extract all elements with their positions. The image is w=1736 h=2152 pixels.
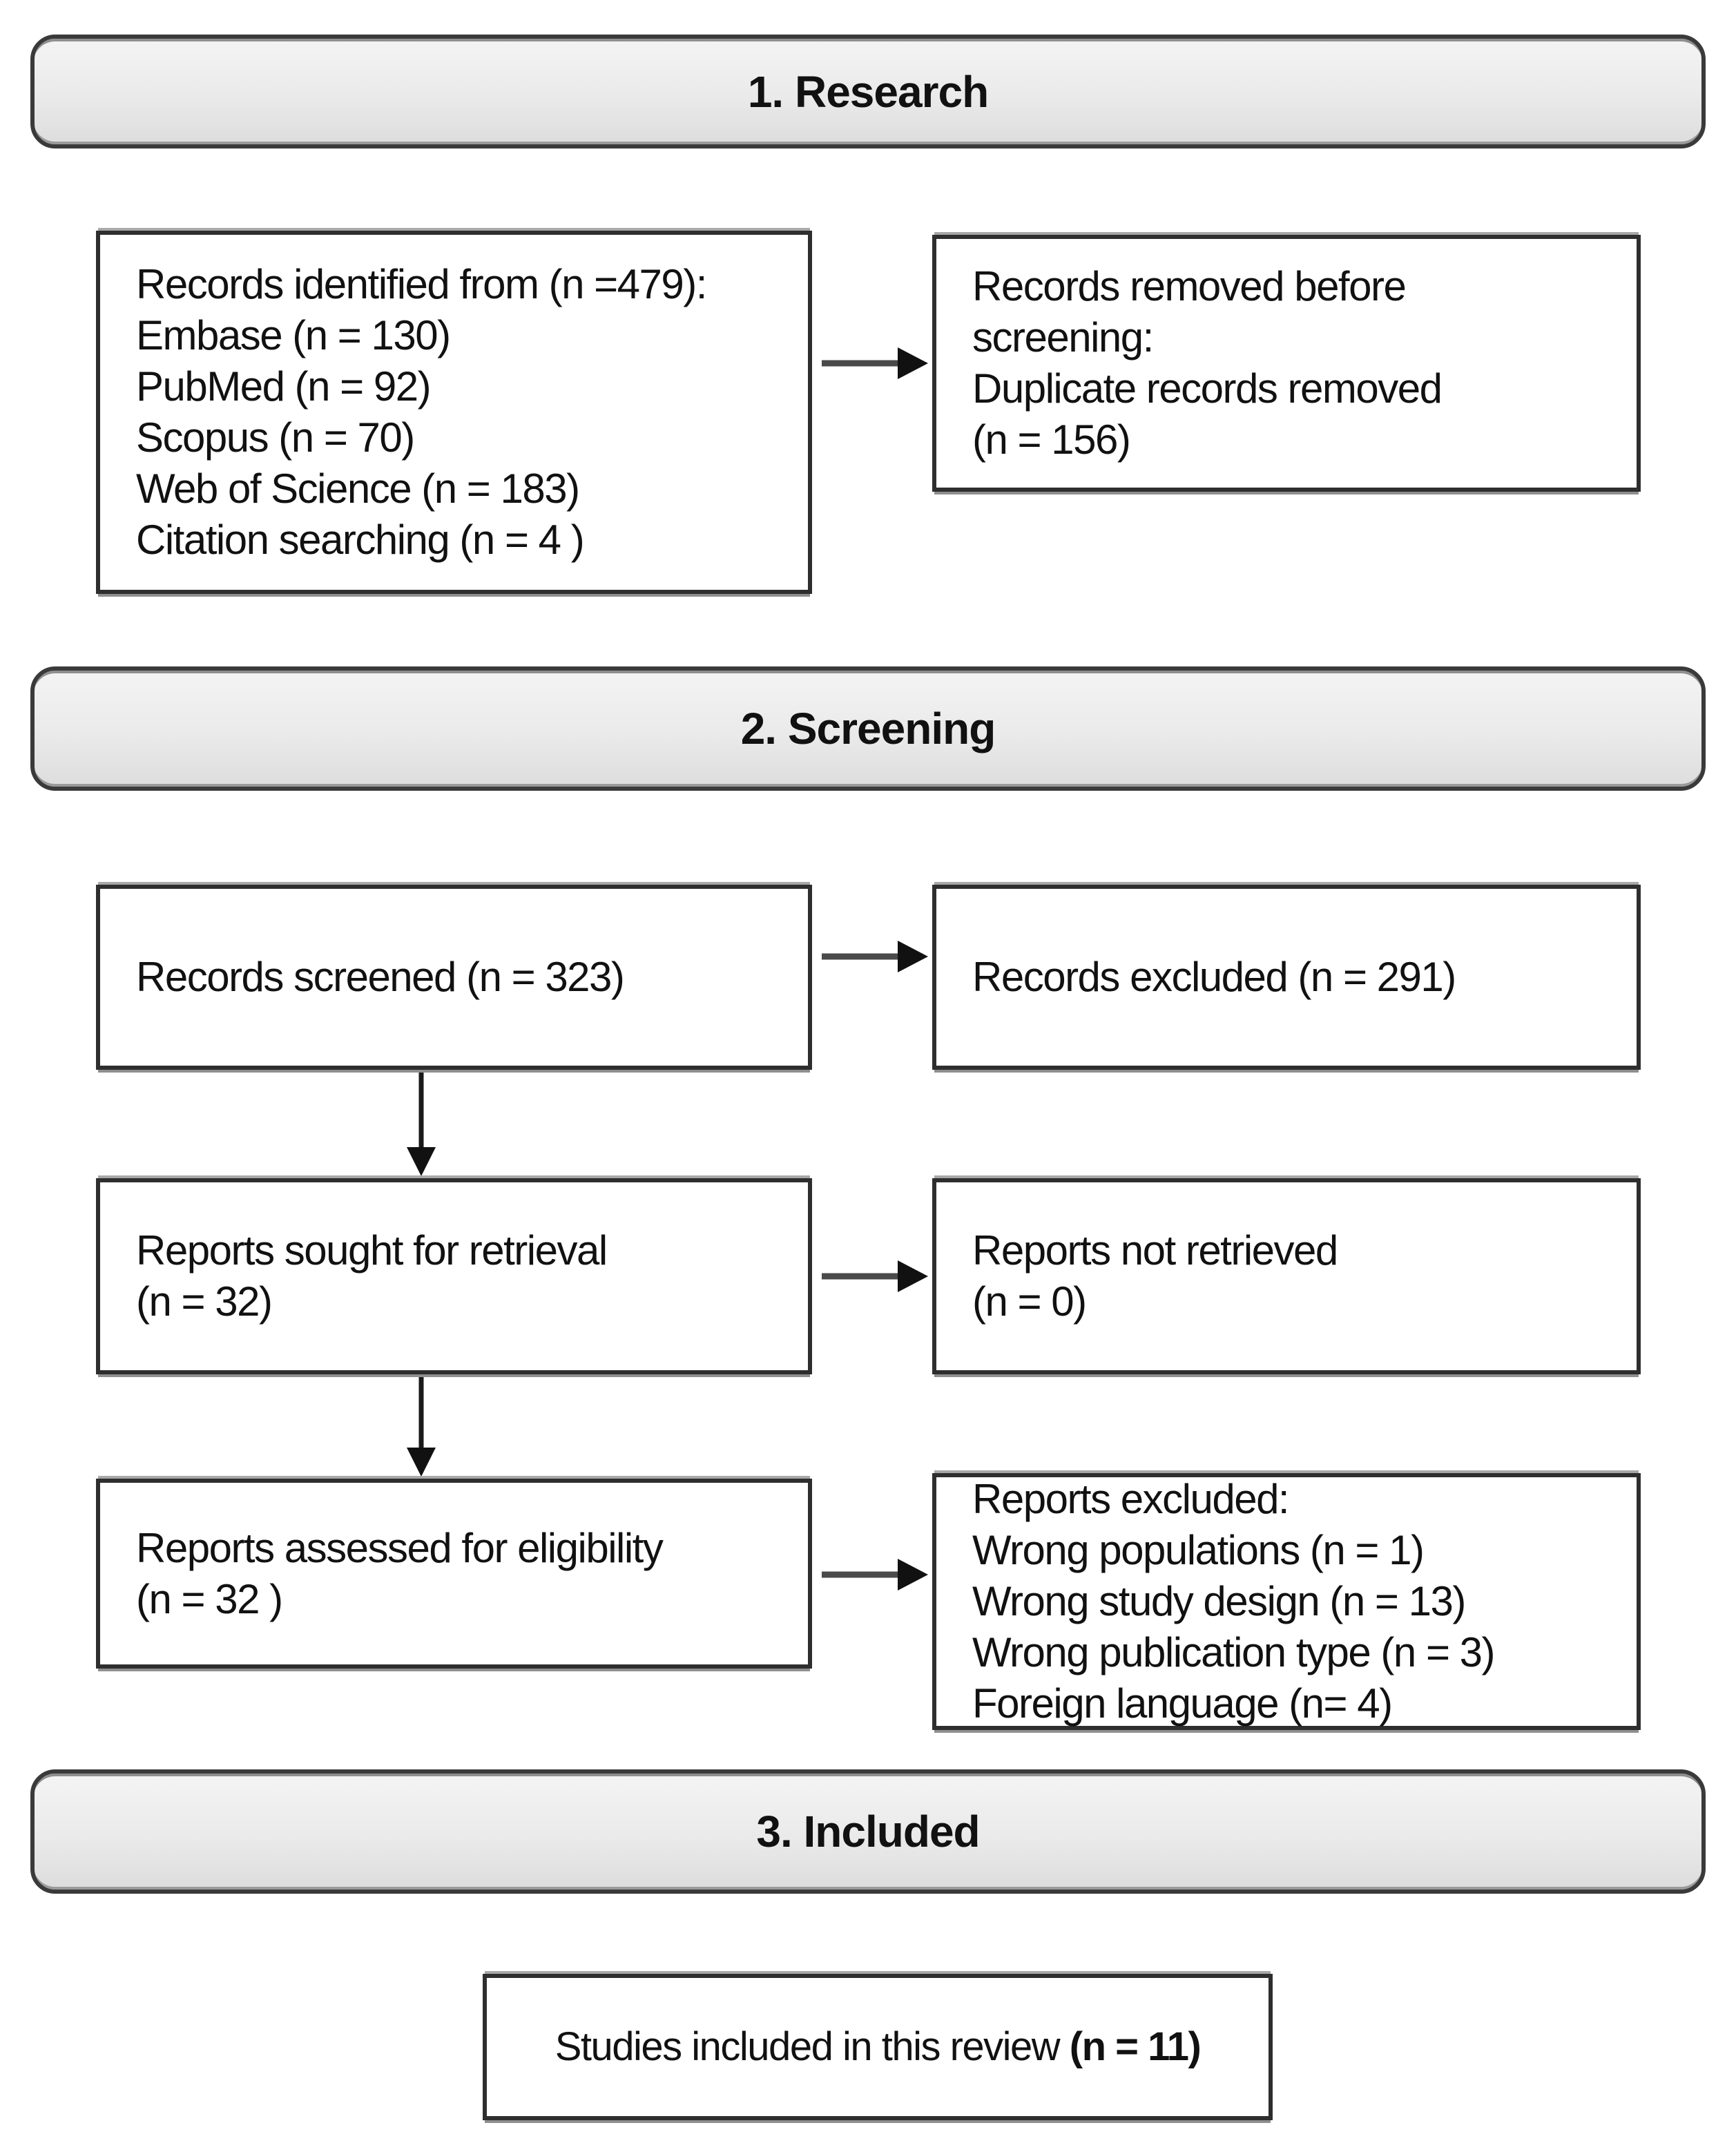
box-line: Reports not retrieved [972, 1227, 1338, 1274]
box-line: Records identified from (n =479): [136, 261, 707, 307]
right-arrow-icon-identified-to-removed [822, 347, 928, 379]
box-line: (n = 32 ) [136, 1575, 283, 1622]
box-line: Reports excluded: [972, 1476, 1290, 1522]
box-line: Scopus (n = 70) [136, 414, 415, 461]
section-header-research-label: 1. Research [747, 66, 989, 117]
box-line: Studies included in this review (n = 11) [554, 2021, 1202, 2073]
box-line: Records removed before [972, 263, 1407, 309]
box-line: Duplicate records removed [972, 365, 1443, 412]
right-arrow-icon-screened-to-excluded [822, 941, 928, 972]
section-header-screening: 2. Screening [30, 666, 1706, 791]
box-line: Wrong populations (n = 1) [972, 1527, 1425, 1573]
section-header-research: 1. Research [30, 35, 1706, 148]
section-header-included: 3. Included [30, 1769, 1706, 1894]
section-header-screening-label: 2. Screening [740, 704, 996, 753]
flow-box-records-excluded: Records excluded (n = 291) [932, 885, 1641, 1070]
box-line: PubMed (n = 92) [136, 363, 432, 410]
box-line: Embase (n = 130) [136, 312, 451, 358]
flow-box-reports-not-retrieved: Reports not retrieved (n = 0) [932, 1178, 1641, 1374]
flow-box-studies-included: Studies included in this review (n = 11) [483, 1974, 1273, 2120]
right-arrow-icon-sought-to-not-retrieved [822, 1260, 928, 1292]
flow-box-records-removed: Records removed before screening: Duplic… [932, 235, 1641, 492]
flow-box-reports-sought: Reports sought for retrieval (n = 32) [96, 1178, 812, 1374]
box-line: Web of Science (n = 183) [136, 465, 580, 512]
box-line: Citation searching (n = 4 ) [136, 517, 585, 563]
section-header-included-label: 3. Included [756, 1807, 980, 1856]
flow-box-records-screened: Records screened (n = 323) [96, 885, 812, 1070]
box-line: Reports assessed for eligibility [136, 1524, 664, 1571]
flow-box-records-identified: Records identified from (n =479): Embase… [96, 231, 812, 594]
box-line: Foreign language (n= 4) [972, 1680, 1393, 1727]
down-arrow-icon-screened-to-sought [407, 1073, 436, 1176]
studies-included-text: Studies included in this review [554, 2024, 1070, 2069]
studies-included-count: (n = 11) [1069, 2024, 1202, 2069]
box-line: (n = 156) [972, 416, 1131, 463]
box-line: Records screened (n = 323) [136, 954, 625, 1000]
box-line: Reports sought for retrieval [136, 1227, 608, 1274]
box-line: screening: [972, 314, 1154, 361]
box-line: (n = 32) [136, 1278, 273, 1325]
box-line: Wrong publication type (n = 3) [972, 1629, 1496, 1675]
right-arrow-icon-assessed-to-excluded-reasons [822, 1559, 928, 1591]
flow-box-reports-excluded-reasons: Reports excluded: Wrong populations (n =… [932, 1473, 1641, 1730]
flow-box-reports-assessed: Reports assessed for eligibility (n = 32… [96, 1479, 812, 1669]
box-line: (n = 0) [972, 1278, 1087, 1325]
down-arrow-icon-sought-to-assessed [407, 1377, 436, 1477]
box-line: Records excluded (n = 291) [972, 954, 1456, 1000]
box-line: Wrong study design (n = 13) [972, 1578, 1466, 1624]
